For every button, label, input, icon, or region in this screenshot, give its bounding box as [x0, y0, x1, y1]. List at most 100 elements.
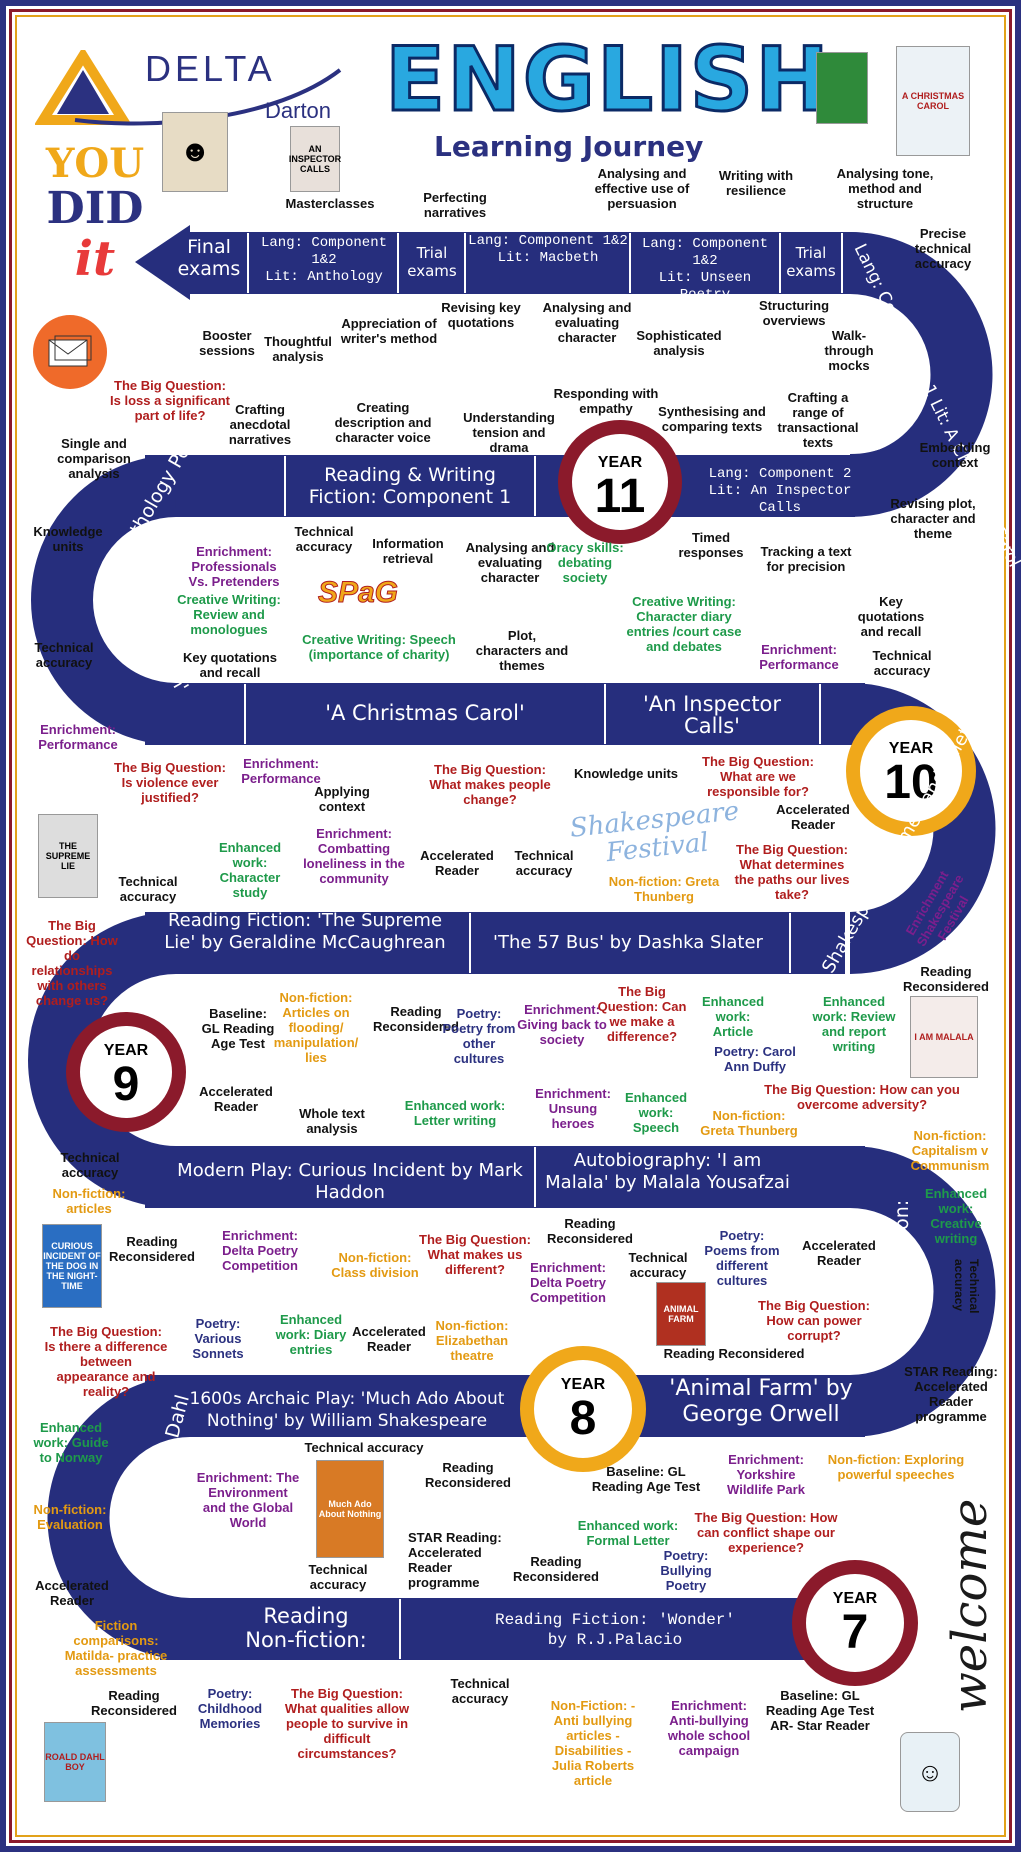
- oracy-skills: Oracy skills: debating society: [546, 540, 624, 585]
- label-timed: Timed responses: [678, 530, 744, 560]
- enh-diary: Enhanced work: Diary entries: [275, 1312, 347, 1357]
- label-crafting-anec: Crafting anecdotal narratives: [228, 402, 292, 447]
- bq-difference: The Big Question: Can we make a differen…: [597, 984, 687, 1044]
- label-analysing-effective: Analysing and effective use of persuasio…: [594, 166, 690, 211]
- label-embedding: Embedding context: [919, 440, 991, 470]
- curious-seg: Modern Play: Curious Incident by Mark Ha…: [177, 1160, 523, 1203]
- label-plot-chars: Plot, characters and themes: [475, 628, 569, 673]
- nf-speeches: Non-fiction: Exploring powerful speeches: [827, 1452, 965, 1482]
- enh-speech: Enhanced work: Speech: [624, 1090, 688, 1135]
- nf-articles: Non-fiction: articles: [52, 1186, 126, 1216]
- nf-flooding: Non-fiction: Articles on flooding/ manip…: [273, 990, 359, 1065]
- bq-relationships: The Big Question: How do relationships w…: [26, 918, 118, 1008]
- label-appreciation: Appreciation of writer's method: [340, 316, 438, 346]
- enh-formal: Enhanced work: Formal Letter: [577, 1518, 679, 1548]
- bq-violence: The Big Question: Is violence ever justi…: [114, 760, 226, 805]
- bq-conflict: The Big Question: How can conflict shape…: [694, 1510, 838, 1555]
- wonder-thumb: ☺: [900, 1732, 960, 1812]
- label-structuring: Structuring overviews: [758, 298, 830, 328]
- inspector-calls-seg: 'An Inspector Calls': [642, 692, 782, 738]
- page-title: ENGLISH: [384, 27, 831, 133]
- enrich-delta: Enrichment: Delta Poetry Competition: [222, 1228, 298, 1273]
- label-revising-key: Revising key quotations: [441, 300, 521, 330]
- poetry-duffy: Poetry: Carol Ann Duffy: [714, 1044, 796, 1074]
- enrich-antibully: Enrichment: Anti-bullying whole school c…: [667, 1698, 751, 1758]
- label-accel-reader: Accelerated Reader: [776, 802, 850, 832]
- label-star2: STAR Reading: Accelerated Reader program…: [408, 1530, 502, 1590]
- label-understanding: Understanding tension and drama: [463, 410, 555, 455]
- welcome-text: welcome: [942, 1498, 998, 1714]
- enrich-unsung: Enrichment: Unsung heroes: [535, 1086, 611, 1131]
- nf-capitalism: Non-fiction: Capitalism v Communism: [910, 1128, 990, 1173]
- enrich-perf2: Enrichment: Performance: [38, 722, 118, 752]
- label-analysing-eval-char: Analysing and evaluating character: [542, 300, 632, 345]
- bq-different: The Big Question: What makes us differen…: [419, 1232, 531, 1277]
- carol-thumb: A CHRISTMAS CAROL: [896, 46, 970, 156]
- poetry-cultures: Poetry: Poetry from other cultures: [442, 1006, 516, 1066]
- label-key-quotes2: Key quotations and recall: [857, 594, 925, 639]
- label-analysing-tone: Analysing tone, method and structure: [836, 166, 934, 211]
- enrich-perf3: Enrichment: Performance: [241, 756, 321, 786]
- label-accel5: Accelerated Reader: [352, 1324, 426, 1354]
- malala-seg: Autobiography: 'I am Malala' by Malala Y…: [545, 1150, 790, 1193]
- final-exams: Final exams: [177, 236, 241, 280]
- green-book-thumb: [816, 52, 868, 124]
- bq-survive: The Big Question: What qualities allow p…: [284, 1686, 410, 1761]
- label-tech-acc5: Technical accuracy: [514, 848, 574, 878]
- label-knowledge-units2: Knowledge units: [574, 766, 678, 781]
- label-reading-recon3: Reading Reconsidered: [109, 1234, 195, 1264]
- inner-border: [9, 9, 1012, 1843]
- bq-paths: The Big Question: What determines the pa…: [734, 842, 850, 902]
- label-tech-acc3: Technical accuracy: [872, 648, 932, 678]
- label-crafting-range: Crafting a range of transactional texts: [777, 390, 859, 450]
- enh-creative: Enhanced work: Creative writing: [924, 1186, 988, 1246]
- curious-thumb: CURIOUS INCIDENT OF THE DOG IN THE NIGHT…: [42, 1224, 102, 1308]
- much-ado-thumb: Much Ado About Nothing: [316, 1460, 384, 1558]
- label-knowledge-units: Knowledge units: [33, 524, 103, 554]
- label-sophisticated: Sophisticated analysis: [636, 328, 722, 358]
- poetry-child: Poetry: Childhood Memories: [197, 1686, 263, 1731]
- bq-people: The Big Question: What makes people chan…: [429, 762, 551, 807]
- label-tech-acc: Technical accuracy: [294, 524, 354, 554]
- bq-loss: The Big Question: Is loss a significant …: [110, 378, 230, 423]
- nf-eval: Non-fiction: Evaluation: [33, 1502, 107, 1532]
- label-accel4: Accelerated Reader: [802, 1238, 876, 1268]
- label-tech-acc2: Technical accuracy: [34, 640, 94, 670]
- label-booster: Booster sessions: [199, 328, 255, 358]
- label-tech-acc7: Technical accuracy: [628, 1250, 688, 1280]
- inspector-thumb: AN INSPECTOR CALLS: [289, 126, 341, 192]
- label-responding: Responding with empathy: [553, 386, 659, 416]
- animal-farm-thumb: ANIMAL FARM: [656, 1282, 706, 1346]
- spag-logo: SPaG: [317, 576, 399, 610]
- label-baseline-gl: Baseline: GL Reading Age Test: [201, 1006, 275, 1051]
- label-tech-acc6: Technical accuracy: [60, 1150, 120, 1180]
- enrich-delta2: Enrichment: Delta Poetry Competition: [530, 1260, 606, 1305]
- nf-greta2: Non-fiction: Greta Thunberg: [700, 1108, 798, 1138]
- enh-char: Enhanced work: Character study: [218, 840, 282, 900]
- nf-eliz: Non-fiction: Elizabethan theatre: [435, 1318, 509, 1363]
- brand-sub: Darton: [265, 98, 332, 123]
- label-reading-recon7: Reading Reconsidered: [513, 1554, 599, 1584]
- malala-thumb: I AM MALALA: [910, 996, 978, 1078]
- label-revising-plot: Revising plot, character and theme: [890, 496, 976, 541]
- final-arrowhead: [135, 225, 190, 300]
- trial-exams-2: Trial exams: [786, 244, 836, 280]
- enrich-prof: Enrichment: Professionals Vs. Pretenders: [188, 544, 280, 589]
- label-tech-acc10: Technical accuracy: [450, 1676, 510, 1706]
- enrich-perf: Enrichment: Performance: [759, 642, 839, 672]
- label-star: STAR Reading: Accelerated Reader program…: [904, 1364, 998, 1424]
- enh-letter: Enhanced work: Letter writing: [404, 1098, 506, 1128]
- nf-greta: Non-fiction: Greta Thunberg: [608, 874, 720, 904]
- gold-border: [15, 15, 1006, 1837]
- label-perfecting: Perfecting narratives: [423, 190, 487, 220]
- bq-power: The Big Question: How can power corrupt?: [758, 1298, 870, 1343]
- cw-speech: Creative Writing: Speech (importance of …: [302, 632, 456, 662]
- roald-dahl-thumb: ROALD DAHL BOY: [44, 1722, 106, 1802]
- label-reading-recon6: Reading Reconsidered: [425, 1460, 511, 1490]
- shakespeare-thumb: ☻: [162, 112, 228, 192]
- label-reading-recon8: Reading Reconsidered: [91, 1688, 177, 1718]
- enrich-giving: Enrichment: Giving back to society: [517, 1002, 607, 1047]
